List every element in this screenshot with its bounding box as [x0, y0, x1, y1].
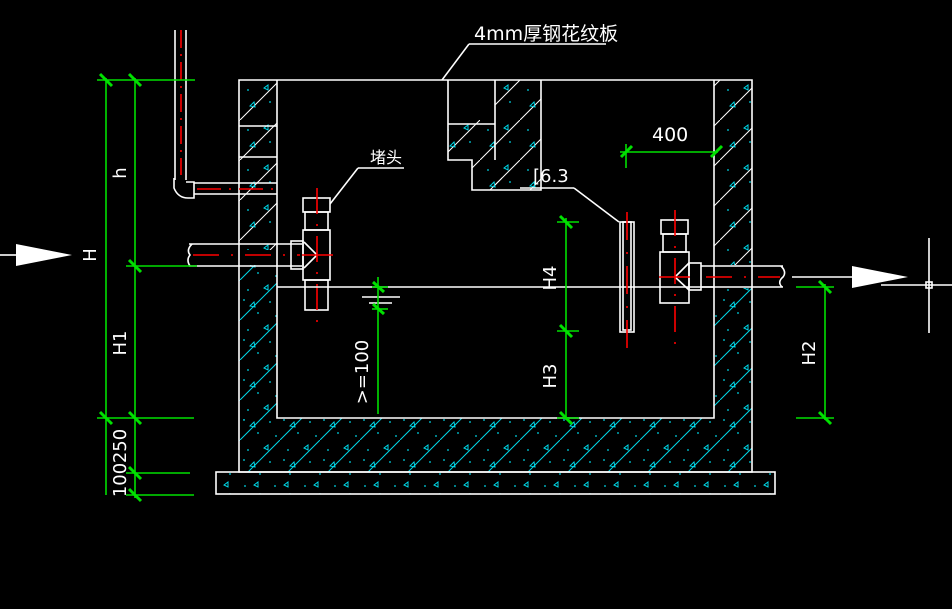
dim-H: H: [80, 248, 101, 262]
checker-plate-note: 4mm厚钢花纹板: [441, 23, 618, 81]
outlet-pipe: [701, 265, 786, 288]
outlet-tee: [659, 210, 702, 350]
offset-400-dimension: [619, 144, 724, 168]
vent-pipe: [173, 30, 277, 199]
left-dimension-lines: [97, 72, 197, 503]
dim-100: 100: [110, 463, 131, 497]
dim-250: 250: [110, 429, 131, 463]
outlet-flow-arrow: [792, 238, 952, 333]
inlet-pipe: [187, 243, 302, 267]
dim-h: h: [110, 167, 131, 178]
concrete-tank-walls: [238, 79, 753, 473]
dim-H2: H2: [799, 341, 820, 366]
inlet-tee: [290, 188, 333, 328]
checker-plate-label: 4mm厚钢花纹板: [474, 23, 618, 45]
plug-note: 堵头: [329, 148, 404, 205]
dim-H3: H3: [540, 364, 561, 389]
dim-min-depth: >=100: [352, 340, 373, 405]
dim-400: 400: [652, 124, 688, 146]
base-slab: [215, 471, 776, 495]
water-level-symbol: [362, 296, 400, 304]
H3-H4-dimension: [557, 214, 579, 426]
baffle-plate: [6.3: [520, 166, 635, 348]
dim-H1: H1: [110, 331, 131, 356]
angle-steel-label: [6.3: [533, 166, 569, 187]
dim-H4: H4: [540, 266, 561, 291]
cover-ledge: [447, 80, 542, 191]
H2-dimension: [796, 279, 834, 426]
inlet-flow-arrow: [0, 244, 72, 266]
plug-label: 堵头: [370, 148, 402, 167]
min-depth-dimension: [371, 277, 388, 414]
